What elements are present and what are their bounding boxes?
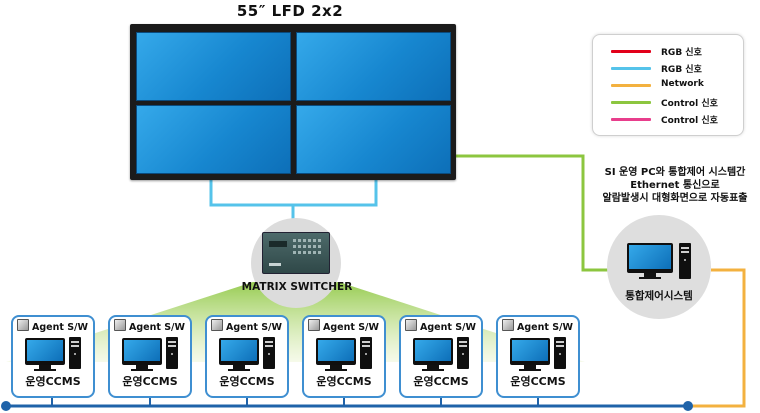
workstation-label: 운영CCMS (25, 375, 81, 388)
legend-swatch-red (611, 50, 651, 53)
agent-app-icon (502, 319, 514, 331)
workstation-label: 운영CCMS (219, 375, 275, 388)
video-wall (130, 24, 456, 180)
agent-label: Agent S/W (32, 322, 88, 333)
agent-app-icon (17, 319, 29, 331)
monitor-icon (122, 338, 162, 365)
agent-software-badge: Agent S/W (17, 319, 91, 333)
video-wall-panel (296, 32, 451, 101)
note-line: SI 운영 PC와 통합제어 시스템간 (604, 167, 746, 178)
legend-label: RGB 신호 (661, 65, 702, 75)
ccms-workstation: Agent S/W 운영CCMS (11, 315, 95, 398)
agent-label: Agent S/W (323, 322, 379, 333)
workstation-label: 운영CCMS (510, 375, 566, 388)
monitor-icon (219, 338, 259, 365)
legend-item: RGB 신호 (611, 45, 741, 58)
bus-node-left (1, 401, 11, 411)
legend-item: RGB 신호 (611, 62, 741, 75)
agent-label: Agent S/W (420, 322, 476, 333)
legend-swatch-green (611, 101, 651, 104)
agent-software-badge: Agent S/W (308, 319, 382, 333)
legend-label: Control 신호 (661, 99, 718, 109)
switcher-panel-icon (269, 239, 321, 266)
monitor-icon (316, 338, 356, 365)
pc-tower-icon (69, 337, 81, 369)
agent-label: Agent S/W (517, 322, 573, 333)
agent-software-badge: Agent S/W (405, 319, 479, 333)
legend-item: Control 신호 (611, 113, 741, 126)
pc-tower-icon (679, 243, 691, 279)
ccms-workstation: Agent S/W 운영CCMS (399, 315, 483, 398)
agent-app-icon (211, 319, 223, 331)
workstation-label: 운영CCMS (122, 375, 178, 388)
control-system-label: 통합제어시스템 (625, 290, 693, 302)
pc-tower-icon (360, 337, 372, 369)
legend-swatch-pink (611, 118, 651, 121)
rgb-cable (209, 180, 378, 222)
agent-software-badge: Agent S/W (114, 319, 188, 333)
legend-label: Network (661, 79, 704, 89)
workstation-label: 운영CCMS (316, 375, 372, 388)
monitor-icon (25, 338, 65, 365)
agent-label: Agent S/W (129, 322, 185, 333)
monitor-icon (510, 338, 550, 365)
legend: RGB 신호 RGB 신호 Network Control 신호 Control… (592, 34, 744, 136)
pc-tower-icon (554, 337, 566, 369)
control-system-node (607, 215, 711, 319)
agent-label: Agent S/W (226, 322, 282, 333)
matrix-switcher-device (262, 232, 330, 274)
ccms-workstation: Agent S/W 운영CCMS (302, 315, 386, 398)
pc-tower-icon (263, 337, 275, 369)
agent-app-icon (308, 319, 320, 331)
legend-label: Control 신호 (661, 116, 718, 126)
video-wall-panel (136, 105, 291, 174)
agent-software-badge: Agent S/W (502, 319, 576, 333)
video-wall-panel (136, 32, 291, 101)
integration-note: SI 운영 PC와 통합제어 시스템간 Ethernet 통신으로 알람발생시 … (585, 166, 760, 205)
video-wall-title: 55″ LFD 2x2 (236, 2, 344, 20)
pc-tower-icon (457, 337, 469, 369)
agent-app-icon (405, 319, 417, 331)
ccms-workstation: Agent S/W 운영CCMS (496, 315, 580, 398)
legend-swatch-blue (611, 67, 651, 70)
legend-item: Control 신호 (611, 96, 741, 109)
note-line: 알람발생시 대형화면으로 자동표출 (602, 193, 748, 204)
agent-app-icon (114, 319, 126, 331)
legend-label: RGB 신호 (661, 48, 702, 58)
legend-swatch-orange (611, 84, 651, 87)
ccms-workstation: Agent S/W 운영CCMS (205, 315, 289, 398)
matrix-switcher-label: MATRIX SWITCHER (241, 281, 353, 293)
bus-node-right (683, 401, 693, 411)
agent-software-badge: Agent S/W (211, 319, 285, 333)
pc-tower-icon (166, 337, 178, 369)
note-line: Ethernet 통신으로 (630, 180, 720, 191)
control-line (456, 154, 608, 272)
ccms-workstation: Agent S/W 운영CCMS (108, 315, 192, 398)
monitor-icon (413, 338, 453, 365)
legend-item: Network (611, 79, 741, 91)
video-wall-panel (296, 105, 451, 174)
workstation-label: 운영CCMS (413, 375, 469, 388)
network-line (688, 268, 746, 408)
monitor-icon (627, 243, 673, 273)
